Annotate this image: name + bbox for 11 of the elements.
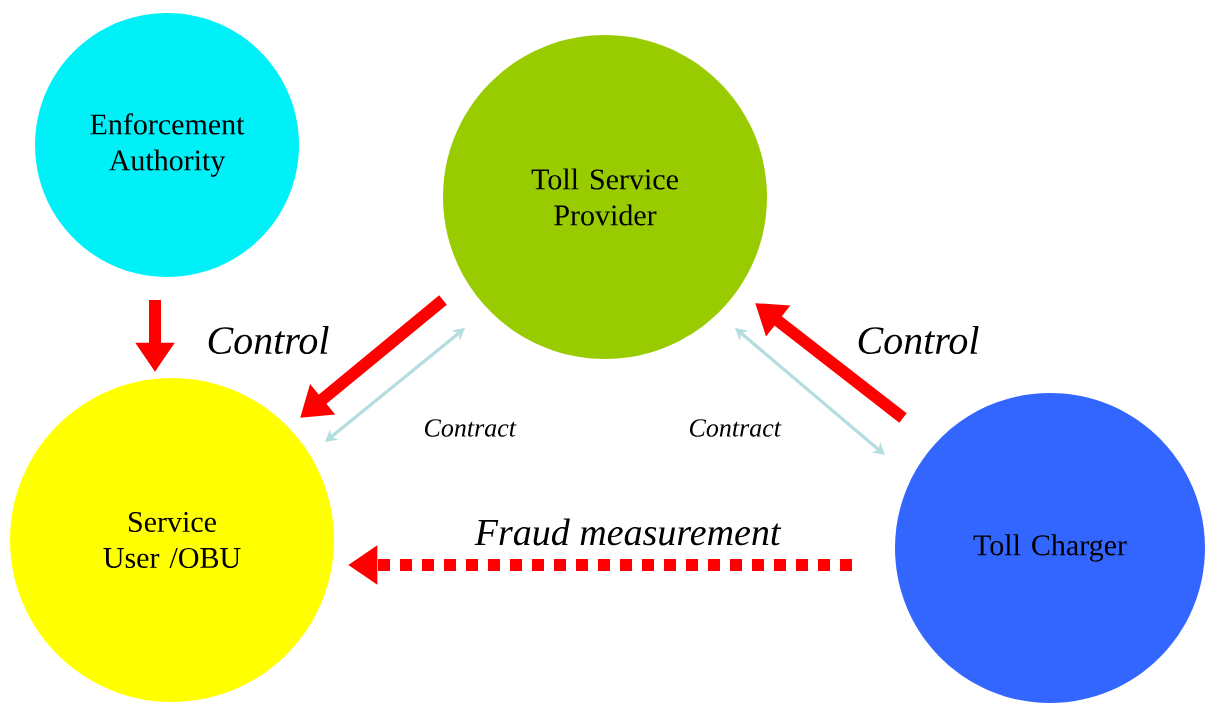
arrow bbox=[325, 328, 465, 442]
edge-label: Control bbox=[858, 325, 979, 355]
circle-node: Enforcement Authority bbox=[35, 13, 299, 277]
circle-node: Service User /OBU bbox=[10, 378, 334, 702]
circle-node: Toll Service Provider bbox=[443, 35, 767, 359]
edge-label: Contract bbox=[689, 419, 782, 437]
arrow bbox=[735, 328, 885, 455]
edge-label: Contract bbox=[424, 419, 517, 437]
circle-node: Toll Charger bbox=[895, 393, 1205, 703]
edge-label: Fraud measurement bbox=[474, 518, 782, 546]
edge-label: Control bbox=[208, 325, 329, 355]
